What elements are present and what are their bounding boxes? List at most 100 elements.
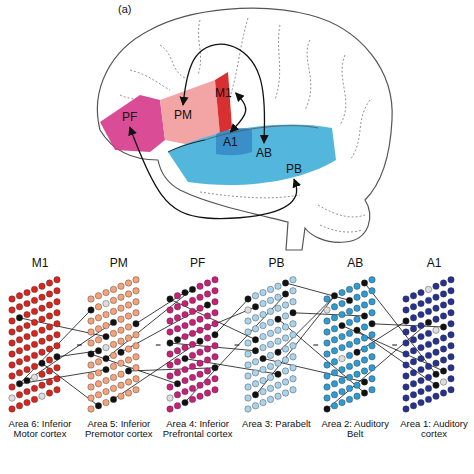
neuron (110, 308, 116, 314)
neural-area: PFArea 4: Inferior Prefrontal cortex (161, 256, 235, 440)
neuron (440, 335, 446, 341)
neuron (346, 308, 352, 314)
neuron (253, 348, 259, 354)
neuron (268, 341, 274, 347)
neuron (253, 370, 259, 376)
neuron (189, 374, 195, 380)
neuron (9, 406, 15, 412)
synapse-line (342, 326, 443, 371)
synapse-line (327, 322, 428, 409)
neuron (95, 337, 101, 343)
neuron (31, 308, 37, 314)
neuron (16, 370, 22, 376)
area-abbrev: PB (239, 256, 313, 271)
neuron (448, 321, 454, 327)
area-link (392, 345, 397, 346)
neuron (433, 393, 439, 399)
neuron (425, 308, 431, 314)
brain-region: A1 (221, 135, 240, 149)
neuron (39, 305, 45, 311)
neuron (211, 288, 217, 294)
neuron (24, 355, 30, 361)
neuron (133, 365, 139, 371)
neuron (204, 335, 210, 341)
neuron (39, 316, 45, 322)
neuron (110, 396, 116, 402)
neuron (425, 363, 431, 369)
neuron (245, 296, 251, 302)
neuron (211, 321, 217, 327)
neuron (346, 330, 352, 336)
neuron (189, 385, 195, 391)
neuron (125, 291, 131, 297)
neuron (290, 376, 296, 382)
neuron (403, 351, 409, 357)
neuron (331, 403, 337, 409)
neuron (16, 293, 22, 299)
neuron (418, 377, 424, 383)
region-label: PB (284, 162, 304, 176)
neuron (54, 387, 60, 393)
neuron (418, 322, 424, 328)
neuron (46, 280, 52, 286)
neuron (331, 304, 337, 310)
neuron (283, 291, 289, 297)
neuron (133, 332, 139, 338)
neuron (24, 333, 30, 339)
neuron (204, 379, 210, 385)
neuron (268, 297, 274, 303)
neuron (283, 324, 289, 330)
neuron (189, 286, 195, 292)
neuron (181, 322, 187, 328)
neuron (133, 321, 139, 327)
neuron (189, 297, 195, 303)
neuron (331, 370, 337, 376)
neuron (39, 371, 45, 377)
neuron (346, 396, 352, 402)
neuron (369, 288, 375, 294)
neuron (433, 283, 439, 289)
area-abbrev: AB (318, 256, 392, 271)
neuron (324, 296, 330, 302)
neuron (324, 340, 330, 346)
neuron (16, 337, 22, 343)
neuron (331, 315, 337, 321)
neuron (361, 313, 367, 319)
neuron (211, 354, 217, 360)
neuron (181, 366, 187, 372)
neuron (403, 406, 409, 412)
neuron (354, 327, 360, 333)
neuron (174, 370, 180, 376)
pathway-arrow (230, 93, 245, 132)
neuron (204, 302, 210, 308)
neuron (166, 373, 172, 379)
neuron (354, 349, 360, 355)
neuron (260, 344, 266, 350)
neuron (290, 332, 296, 338)
synapse-line (106, 289, 192, 358)
area-abbrev: PM (82, 256, 156, 271)
neuron (133, 288, 139, 294)
neuron (268, 286, 274, 292)
neuron (433, 305, 439, 311)
neuron (88, 384, 94, 390)
synapse-line (256, 296, 335, 395)
neuron (290, 343, 296, 349)
neuron (16, 381, 22, 387)
neuron (166, 351, 172, 357)
neuron (275, 316, 281, 322)
neuron (433, 316, 439, 322)
area-caption: Area 5: Inferior Premotor cortex (82, 419, 156, 440)
neuron (245, 362, 251, 368)
neuron (103, 300, 109, 306)
neuron (189, 363, 195, 369)
neuron (46, 357, 52, 363)
neuron (290, 365, 296, 371)
neuron (196, 349, 202, 355)
neuron (403, 340, 409, 346)
neuron (166, 395, 172, 401)
neuron (24, 289, 30, 295)
neuron (133, 277, 139, 283)
neuron (39, 283, 45, 289)
